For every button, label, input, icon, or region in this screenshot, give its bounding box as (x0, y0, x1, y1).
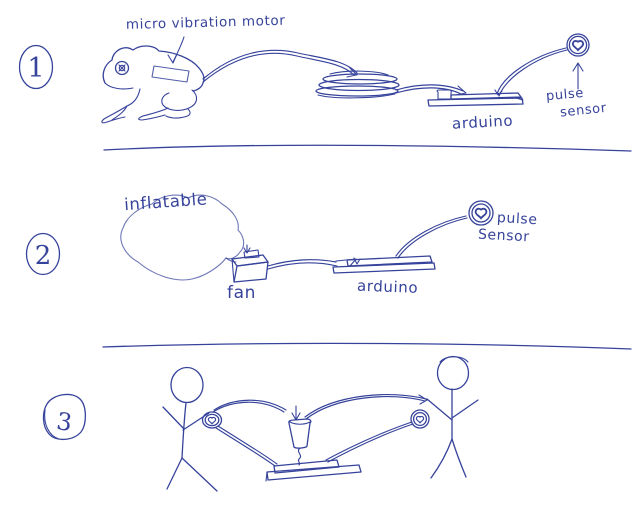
fan-arrow (243, 244, 251, 254)
inflatable-outline (120, 194, 245, 281)
inflatable-label: inflatable (124, 189, 208, 214)
figure-head (170, 366, 204, 404)
figure-right-leg (181, 457, 218, 492)
section-2: 2 inflatable fan arduino (25, 189, 538, 303)
section-3: 3 (42, 355, 479, 492)
cup-rim (289, 421, 311, 425)
usb-port (436, 89, 452, 100)
frog-hind-leg (161, 89, 198, 111)
frog-front-toe (111, 105, 128, 121)
heart-icon (571, 39, 585, 52)
wire-left-sensor-to-cup (212, 399, 287, 413)
pulse-sensor-label-line1: pulse (545, 86, 584, 104)
pulse-sensor-label-line2: Sensor (478, 227, 530, 246)
wire-cup-to-board (297, 447, 302, 466)
pulse-sensor-right-icon (410, 409, 430, 429)
stick-figure-left-icon (162, 366, 218, 492)
pulse-sensor-label-line2: sensor (559, 101, 607, 121)
arduino-board-icon (332, 255, 436, 274)
board-top-layer (450, 92, 522, 100)
frog-eye-detail (118, 64, 126, 72)
arduino-label-2: arduino (357, 277, 419, 297)
fan-icon (231, 244, 269, 283)
divider-line-1 (103, 144, 632, 152)
number-scribble-circle (42, 393, 87, 441)
frog-body (102, 45, 205, 92)
wire-arduino-to-sensor (494, 47, 568, 97)
wire-coil-to-arduino (395, 84, 467, 96)
fan-label: fan (227, 283, 256, 303)
micro-vibration-motor-label: micro vibration motor (126, 13, 286, 33)
frog-eye-icon (114, 60, 130, 76)
stick-figure-right-icon (426, 355, 479, 479)
figure-head (436, 355, 470, 391)
divider-line-2 (102, 342, 632, 350)
board-top-layer (346, 255, 433, 267)
frog-hind-foot-right (165, 108, 191, 119)
figure-left-arm (426, 398, 453, 421)
wire-fan-to-arduino (267, 257, 361, 270)
section-2-number: 2 (35, 241, 52, 271)
pulse-sensor-icon (566, 33, 590, 57)
frog-front-leg (101, 88, 141, 124)
section-1-number-badge: 1 (18, 44, 54, 90)
figure-left-arm (162, 406, 185, 430)
wire-arrowhead (418, 394, 428, 405)
motor-label-arrow (167, 36, 185, 64)
arduino-label-1: arduino (452, 112, 514, 133)
fan-front-face (233, 261, 269, 283)
figure-right-leg (451, 438, 467, 478)
heart-icon (474, 207, 488, 220)
heart-icon (207, 416, 217, 425)
figure-head-retrace (439, 356, 469, 363)
board-bottom-layer (427, 97, 524, 107)
inflatable-icon (120, 194, 245, 281)
frog-eye-pupil (118, 64, 126, 72)
wire-right-sensor-to-board (325, 421, 414, 463)
pulse-sensor-left-icon (201, 411, 223, 429)
frog-mouth (104, 82, 134, 90)
pulse-sensor-icon (468, 200, 494, 226)
section-3-number-badge: 3 (42, 393, 87, 441)
frog-icon (101, 45, 205, 124)
board-bottom-layer (332, 262, 436, 274)
figure-left-leg (166, 457, 183, 490)
wire-arduino-to-sensor (395, 215, 468, 259)
section-1: 1 micro vibration motor (18, 13, 607, 133)
number-circle (18, 44, 54, 90)
fan-inlet-tab (243, 249, 260, 259)
cup-icon (288, 418, 312, 449)
coiled-wire-icon (315, 70, 400, 99)
heart-icon (415, 415, 425, 424)
pulse-sensor-label-line1: pulse (497, 210, 538, 228)
arduino-board-icon (265, 459, 362, 482)
figure-left-leg (430, 438, 453, 479)
cup-inlet-arrow (291, 405, 301, 421)
arduino-board-icon (427, 89, 524, 107)
figure-right-arm (451, 399, 479, 419)
section-3-number: 3 (55, 407, 74, 437)
section-1-number: 1 (27, 53, 44, 84)
frog-hind-foot-left (138, 107, 169, 121)
wire-left-sensor-to-board (215, 425, 278, 467)
wire-right-sensor-to-cup (304, 393, 428, 420)
vibration-motor-icon (151, 65, 190, 83)
section-2-number-badge: 2 (25, 232, 61, 276)
number-circle (25, 232, 61, 276)
fan-side-edge (231, 258, 235, 283)
wire-frog-to-coil (202, 49, 358, 83)
pulse-sensor-arrow (572, 62, 584, 90)
board-bottom-layer (266, 464, 362, 481)
